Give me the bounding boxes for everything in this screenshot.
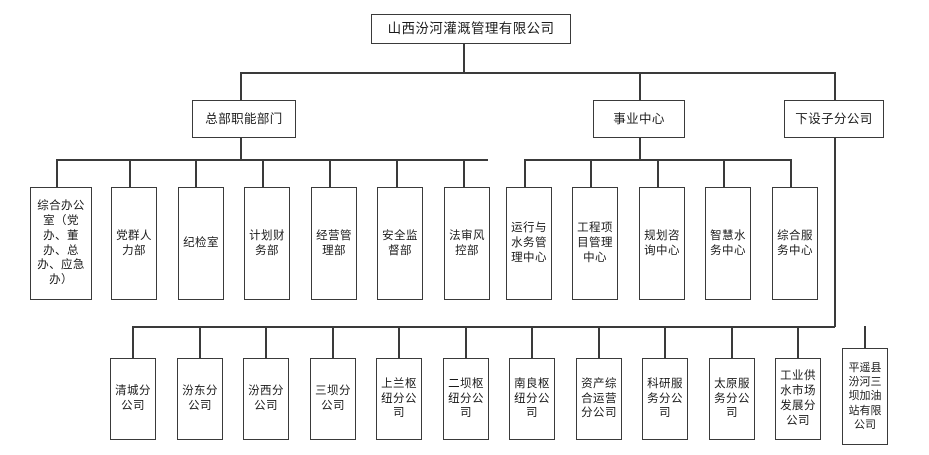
node-center-4-label: 综合服务中心 xyxy=(777,229,813,257)
node-subsidiary-3-label: 三坝分公司 xyxy=(315,385,351,412)
node-subsidiary-3[interactable]: 三坝分公司 xyxy=(310,358,356,440)
connector-sub-drop-7 xyxy=(598,326,600,358)
node-hq-dept-5[interactable]: 安全监督部 xyxy=(377,187,423,300)
node-subsidiary-9-label: 太原服务分公司 xyxy=(714,377,750,420)
node-subsidiary-1-label: 汾东分公司 xyxy=(182,385,218,412)
node-hq-dept-2-label: 纪检室 xyxy=(183,237,219,250)
node-subsidiary-10-label: 工业供水市场发展分公司 xyxy=(780,370,816,427)
node-subsidiary-9[interactable]: 太原服务分公司 xyxy=(709,358,755,440)
connector-centers-drop-4 xyxy=(790,159,792,187)
node-hq-dept-4[interactable]: 经营管理部 xyxy=(311,187,357,300)
connector-drop-subsidiaries xyxy=(834,72,836,100)
connector-sub-drop-2 xyxy=(265,326,267,358)
node-division-subsidiaries[interactable]: 下设子分公司 xyxy=(784,100,884,138)
node-subsidiary-0[interactable]: 清城分公司 xyxy=(110,358,156,440)
node-division-business-center[interactable]: 事业中心 xyxy=(593,100,685,138)
connector-hq-drop-4 xyxy=(329,159,331,187)
connector-hq-bus xyxy=(56,159,488,161)
node-center-2-label: 规划咨询中心 xyxy=(644,229,680,257)
node-hq-dept-5-label: 安全监督部 xyxy=(382,229,418,257)
connector-centers-stem xyxy=(639,137,641,160)
connector-sub-drop-11 xyxy=(864,326,866,348)
node-hq-dept-3-label: 计划财务部 xyxy=(249,229,285,257)
connector-sub-drop-5 xyxy=(465,326,467,358)
node-subsidiary-2-label: 汾西分公司 xyxy=(248,385,284,412)
node-root[interactable]: 山西汾河灌溉管理有限公司 xyxy=(371,14,571,44)
node-hq-dept-6-label: 法审风控部 xyxy=(449,229,485,257)
connector-subsidiaries-stem xyxy=(834,137,836,327)
connector-hq-drop-0 xyxy=(56,159,58,187)
node-hq-dept-4-label: 经营管理部 xyxy=(316,229,352,257)
node-subsidiary-7-label: 资产综合运营分公司 xyxy=(581,377,617,420)
node-subsidiary-11[interactable]: 平遥县汾河三坝加油站有限公司 xyxy=(842,348,888,445)
connector-level1-bus xyxy=(240,72,835,74)
node-center-3-label: 智慧水务中心 xyxy=(710,229,746,257)
connector-centers-drop-0 xyxy=(524,159,526,187)
connector-sub-drop-9 xyxy=(731,326,733,358)
node-center-3[interactable]: 智慧水务中心 xyxy=(705,187,751,300)
connector-centers-drop-1 xyxy=(590,159,592,187)
connector-hq-drop-3 xyxy=(262,159,264,187)
connector-sub-drop-0 xyxy=(132,326,134,358)
node-subsidiary-0-label: 清城分公司 xyxy=(115,385,151,412)
node-center-0-label: 运行与水务管理中心 xyxy=(511,222,547,264)
node-center-1-label: 工程项目管理中心 xyxy=(577,222,613,264)
node-hq-dept-3[interactable]: 计划财务部 xyxy=(244,187,290,300)
connector-hq-stem xyxy=(240,137,242,160)
node-center-2[interactable]: 规划咨询中心 xyxy=(639,187,685,300)
node-subsidiary-11-label: 平遥县汾河三坝加油站有限公司 xyxy=(848,361,882,431)
node-subsidiary-4[interactable]: 上兰枢纽分公司 xyxy=(376,358,422,440)
connector-drop-centers xyxy=(639,72,641,100)
connector-centers-drop-2 xyxy=(657,159,659,187)
connector-drop-hq xyxy=(240,72,242,100)
node-subsidiary-6-label: 南良枢纽分公司 xyxy=(514,377,550,420)
node-subsidiary-5[interactable]: 二坝枢纽分公司 xyxy=(443,358,489,440)
connector-sub-drop-10 xyxy=(797,326,799,358)
node-hq-dept-0-label: 综合办公室（党办、董办、总办、应急办） xyxy=(37,199,85,287)
connector-sub-drop-8 xyxy=(664,326,666,358)
node-subsidiary-4-label: 上兰枢纽分公司 xyxy=(381,377,417,420)
node-division-business-center-label: 事业中心 xyxy=(613,111,665,126)
node-subsidiary-10[interactable]: 工业供水市场发展分公司 xyxy=(775,358,821,440)
node-hq-dept-1[interactable]: 党群人力部 xyxy=(111,187,157,300)
connector-hq-drop-1 xyxy=(129,159,131,187)
node-hq-dept-0[interactable]: 综合办公室（党办、董办、总办、应急办） xyxy=(30,187,92,300)
node-subsidiary-8[interactable]: 科研服务分公司 xyxy=(642,358,688,440)
connector-sub-drop-3 xyxy=(332,326,334,358)
node-hq-dept-2[interactable]: 纪检室 xyxy=(178,187,224,300)
node-center-1[interactable]: 工程项目管理中心 xyxy=(572,187,618,300)
node-root-label: 山西汾河灌溉管理有限公司 xyxy=(387,21,555,37)
node-division-headquarters[interactable]: 总部职能部门 xyxy=(192,100,296,138)
node-subsidiary-2[interactable]: 汾西分公司 xyxy=(243,358,289,440)
node-subsidiary-8-label: 科研服务分公司 xyxy=(647,377,683,420)
node-division-headquarters-label: 总部职能部门 xyxy=(205,111,283,126)
node-subsidiary-6[interactable]: 南良枢纽分公司 xyxy=(509,358,555,440)
node-hq-dept-1-label: 党群人力部 xyxy=(116,229,152,257)
node-division-subsidiaries-label: 下设子分公司 xyxy=(795,111,873,126)
connector-root-stem xyxy=(463,43,465,73)
connector-sub-drop-4 xyxy=(398,326,400,358)
connector-centers-drop-3 xyxy=(723,159,725,187)
connector-sub-drop-1 xyxy=(199,326,201,358)
connector-hq-drop-5 xyxy=(396,159,398,187)
node-subsidiary-5-label: 二坝枢纽分公司 xyxy=(448,377,484,420)
connector-sub-drop-6 xyxy=(531,326,533,358)
connector-hq-drop-6 xyxy=(463,159,465,187)
node-subsidiary-7[interactable]: 资产综合运营分公司 xyxy=(576,358,622,440)
node-subsidiary-1[interactable]: 汾东分公司 xyxy=(177,358,223,440)
connector-hq-drop-2 xyxy=(195,159,197,187)
node-center-0[interactable]: 运行与水务管理中心 xyxy=(506,187,552,300)
connector-subsidiaries-bus xyxy=(132,326,835,328)
node-hq-dept-6[interactable]: 法审风控部 xyxy=(444,187,490,300)
node-center-4[interactable]: 综合服务中心 xyxy=(772,187,818,300)
